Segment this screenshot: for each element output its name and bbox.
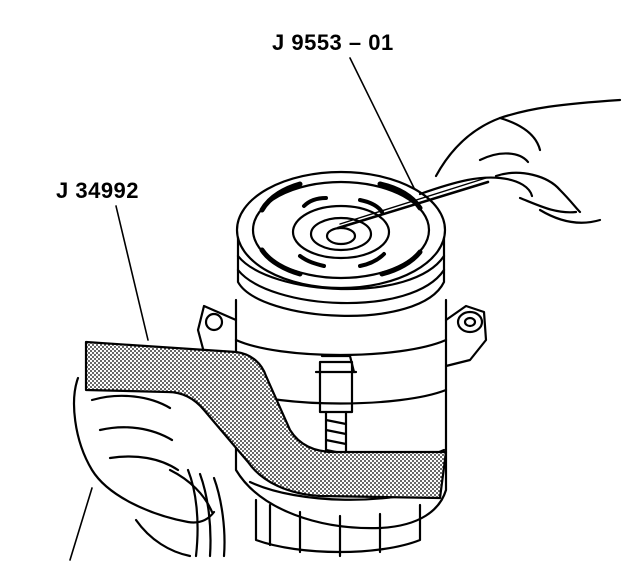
puller-pin-edge <box>339 177 487 225</box>
left-hand <box>72 376 226 558</box>
callout-tool-j9553-01: J 9553 – 01 <box>272 30 394 55</box>
callout-tool-j34992: J 34992 <box>56 178 140 203</box>
puller-pin <box>336 180 490 230</box>
leader-line-top <box>349 57 415 189</box>
holding-fixture <box>84 340 448 500</box>
clutch-hub <box>235 170 447 317</box>
leader-line-bottom <box>69 487 93 561</box>
leader-line-left <box>115 205 149 341</box>
right-hand <box>418 98 622 224</box>
center-bolt <box>314 354 358 468</box>
